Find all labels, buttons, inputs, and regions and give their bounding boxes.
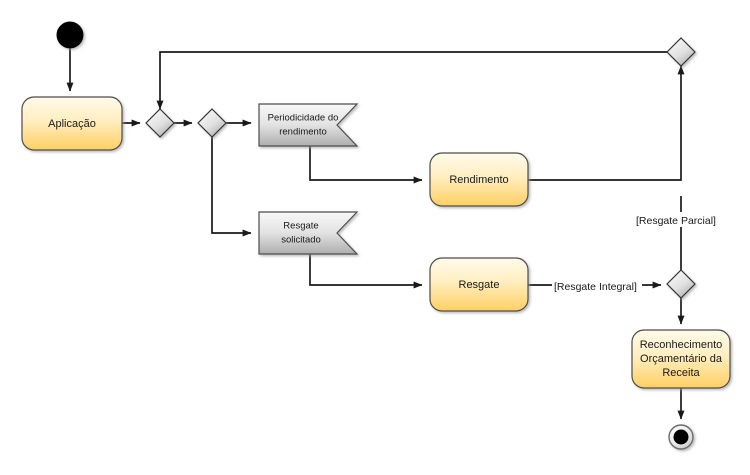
guard-resgate-integral-backdrop [552, 278, 642, 293]
activity-rendimento-label: Rendimento [449, 174, 508, 186]
edge-rendimento-to-merge-top-right[interactable] [528, 65, 685, 181]
initial-node[interactable] [56, 21, 84, 49]
activity-aplicacao-label: Aplicação [48, 118, 96, 130]
activity-rendimento-box[interactable] [429, 152, 529, 207]
activity-resgate-label: Resgate [459, 279, 500, 291]
activity-resgate[interactable]: Resgate [429, 257, 529, 312]
signal-receipt-resgate-solicitado-label-line2: solicitado [281, 235, 321, 246]
guard-label-resgate-integral: [Resgate Integral] [554, 281, 637, 293]
activity-reconhecimento-label-line3: Receita [662, 367, 700, 379]
signal-receipt-resgate-solicitado-label-line1: Resgate [283, 221, 318, 232]
edge-periodicidade-to-rendimento[interactable] [309, 146, 423, 184]
signal-receipt-periodicidade-label-line2: rendimento [279, 127, 327, 138]
activity-rendimento[interactable]: Rendimento [429, 152, 529, 207]
final-node-inner-dot [673, 429, 689, 445]
decision-node-1[interactable] [197, 108, 227, 138]
activity-resgate-box[interactable] [429, 257, 529, 312]
activity-reconhecimento-box[interactable] [631, 329, 731, 389]
edge-merge-top-right-to-merge1[interactable] [156, 51, 667, 110]
merge-node-1[interactable] [145, 108, 175, 138]
activity-reconhecimento-label-line1: Reconhecimento [640, 339, 723, 351]
guard-label-layer: [Resgate Parcial] [Resgate Integral] [552, 212, 726, 293]
signal-receipt-resgate-solicitado-shape[interactable] [258, 211, 359, 255]
guard-resgate-parcial-backdrop [634, 212, 726, 227]
signal-receipt-resgate-solicitado[interactable]: Resgate solicitado [258, 211, 359, 255]
final-node[interactable] [668, 424, 694, 450]
signal-receipt-periodicidade[interactable]: Periodicidade do rendimento [258, 103, 359, 147]
edge-decision1-to-resgate-solicitado[interactable] [211, 137, 252, 237]
edge-layer [66, 48, 685, 420]
activity-aplicacao[interactable]: Aplicação [21, 96, 123, 151]
edge-resgate-solicitado-to-resgate[interactable] [309, 254, 423, 289]
guard-label-resgate-parcial: [Resgate Parcial] [636, 215, 716, 227]
signal-receipt-periodicidade-label-line1: Periodicidade do [268, 113, 339, 124]
activity-reconhecimento-label-line2: Orçamentário da [640, 353, 723, 365]
merge-node-right[interactable] [666, 269, 696, 299]
signal-receipt-periodicidade-shape[interactable] [258, 103, 359, 147]
activity-reconhecimento[interactable]: Reconhecimento Orçamentário da Receita [631, 329, 731, 389]
activity-aplicacao-box[interactable] [21, 96, 123, 151]
merge-node-top-right[interactable] [666, 37, 696, 67]
